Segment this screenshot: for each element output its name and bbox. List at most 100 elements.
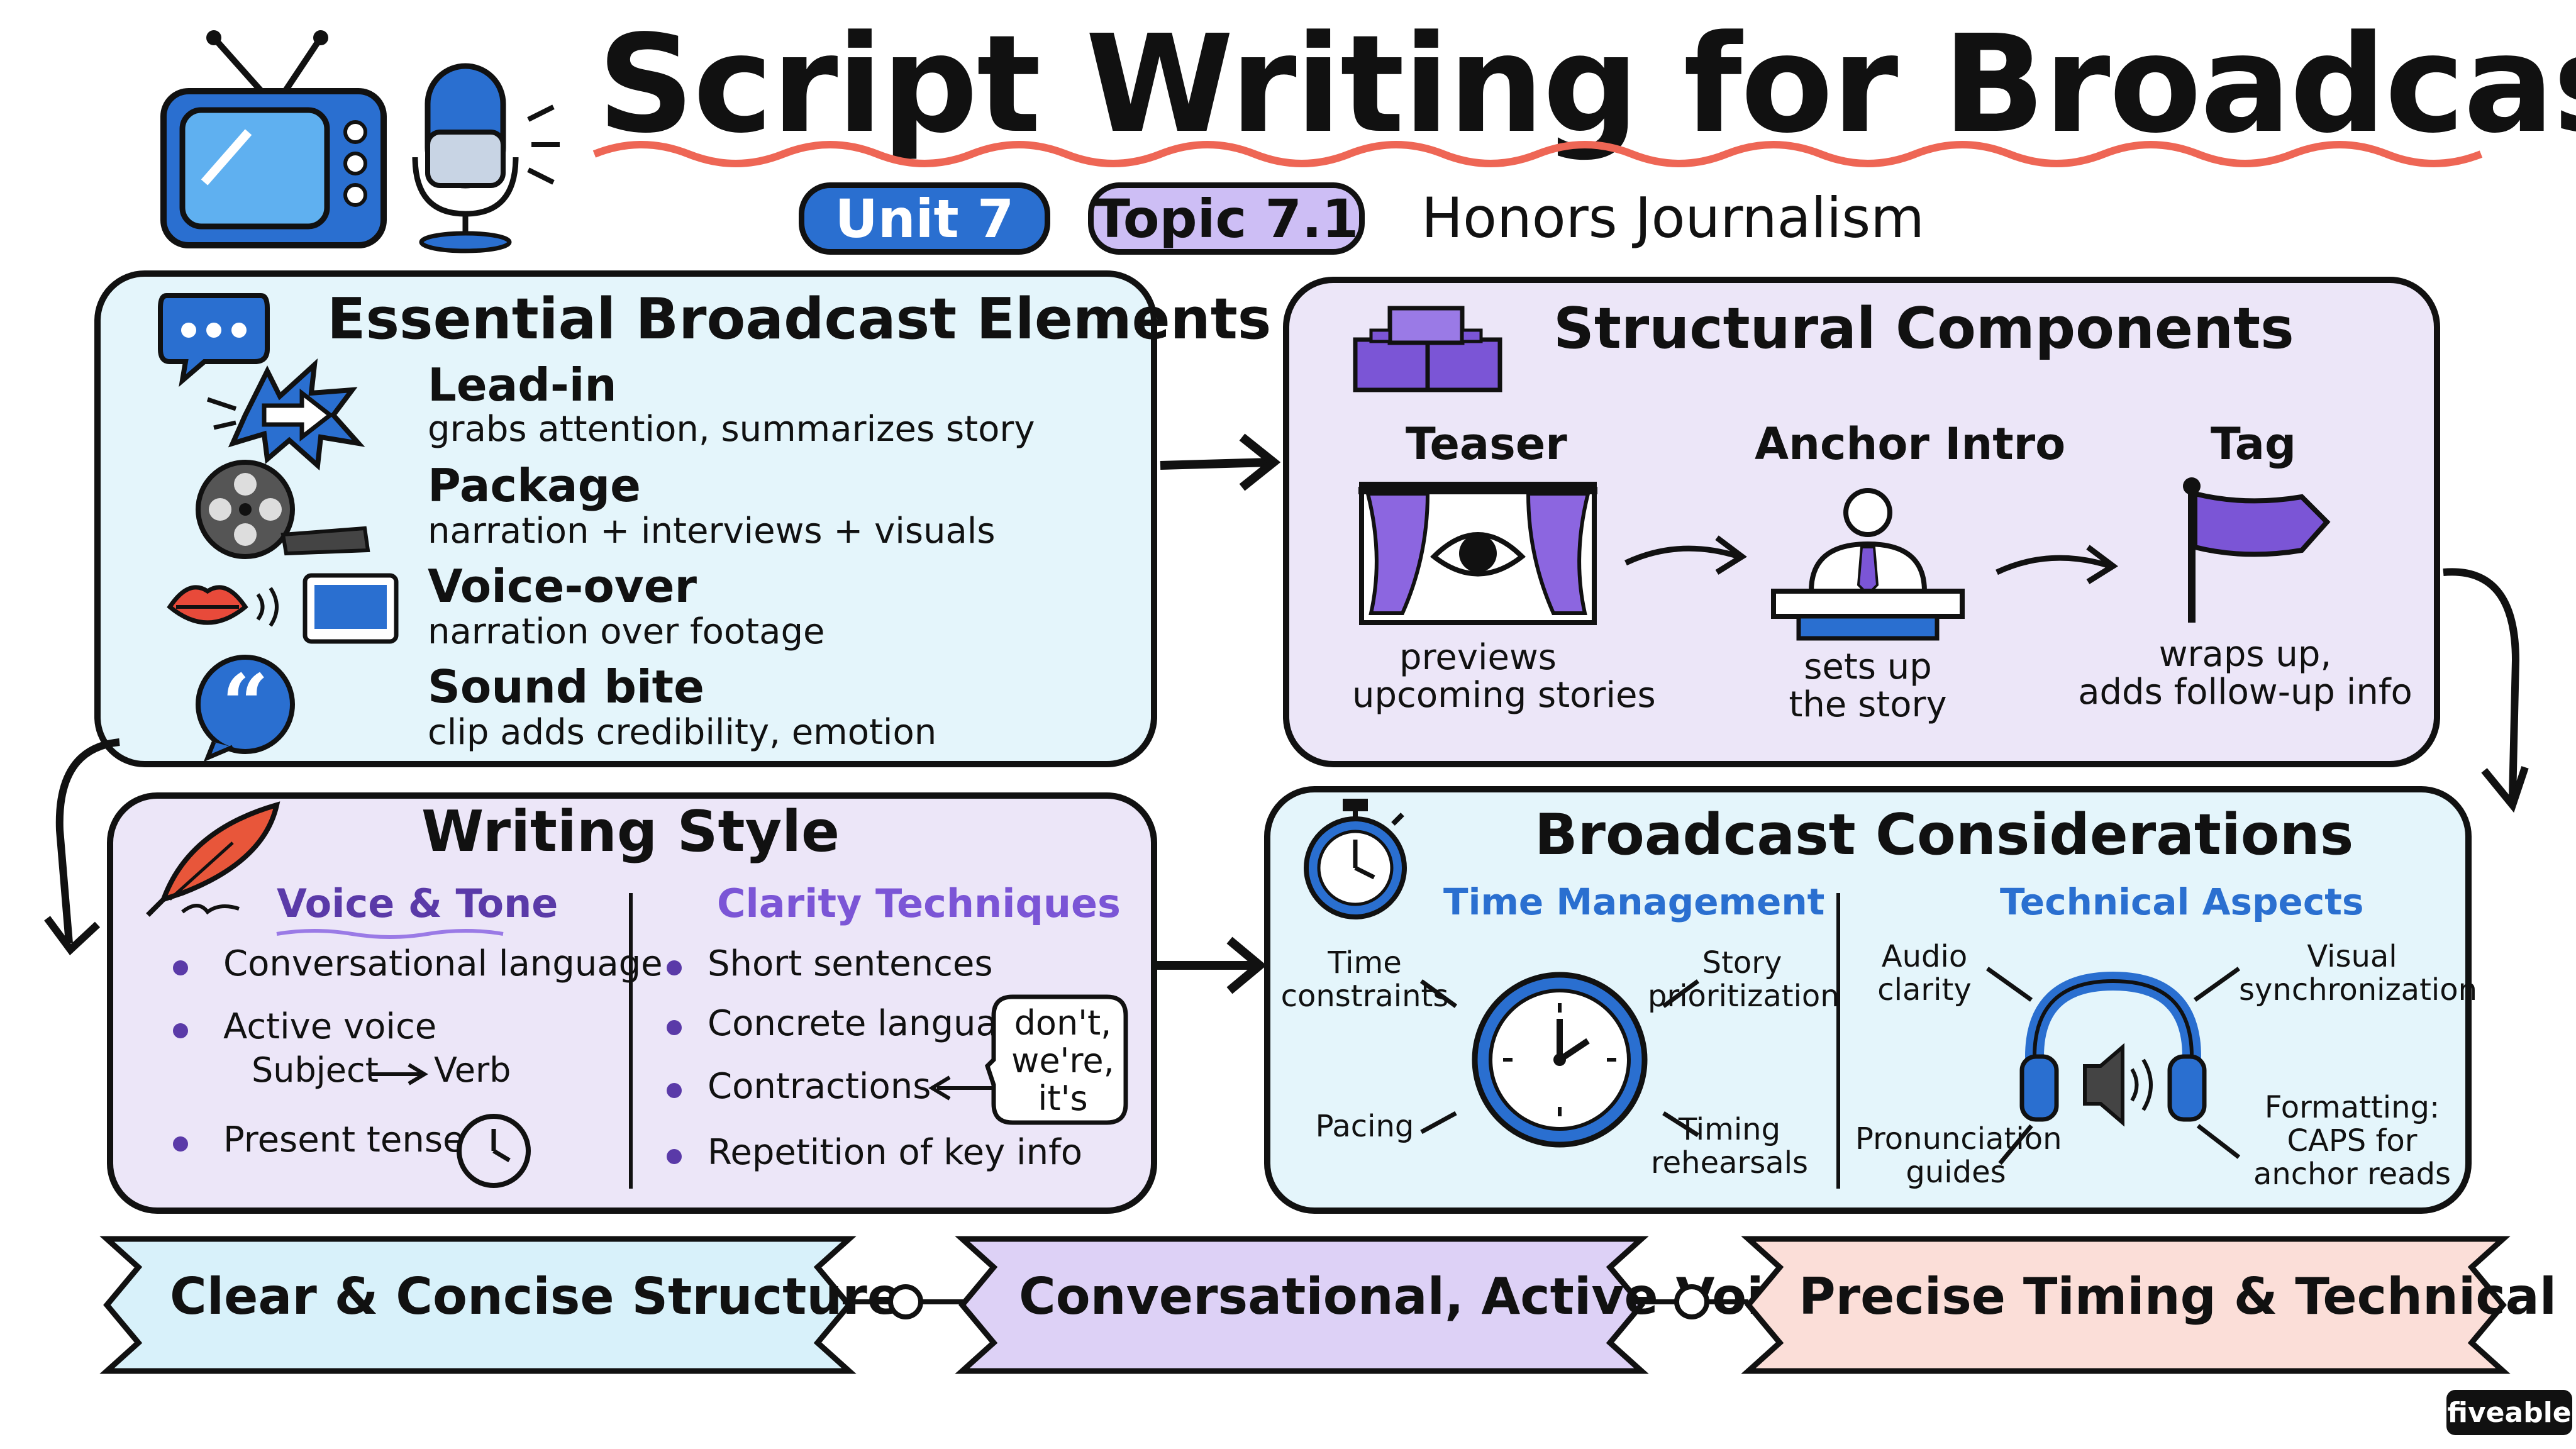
broadcast-considerations-title: Broadcast Considerations	[1535, 802, 2354, 868]
burst-arrow-icon	[206, 358, 365, 471]
page-title: Script Writing for Broadcast News	[597, 6, 2576, 163]
clarity-heading: Clarity Techniques	[717, 880, 1121, 926]
arrow-structural-to-considerations	[2443, 568, 2529, 813]
brand-logo-text: fiveable	[2447, 1396, 2572, 1429]
bullet-dot	[667, 1020, 682, 1035]
stopwatch-icon	[1304, 799, 1407, 919]
arrow-anchor-to-tag	[1996, 545, 2118, 584]
banner-ribbon-2	[955, 1236, 1649, 1374]
bullet-short-sentences: Short sentences	[708, 943, 993, 984]
banner-ribbon-1	[99, 1236, 857, 1374]
contractions-arrow	[928, 1075, 997, 1101]
arrow-writing-to-considerations	[1157, 936, 1267, 994]
flag-icon	[2183, 477, 2331, 623]
quill-icon	[146, 801, 280, 917]
formatting-label-2: CAPS for	[2287, 1123, 2418, 1158]
film-reel-icon	[196, 460, 370, 559]
tag-desc-2: adds follow-up info	[2078, 672, 2412, 713]
brand-badge: fiveable	[2446, 1390, 2572, 1435]
lead-in-title: Lead-in	[428, 358, 617, 411]
contractions-bubble	[984, 994, 1128, 1125]
headphones-speaker-icon	[1985, 967, 2241, 1165]
story-prioritization-label-1: Story	[1702, 945, 1782, 980]
bubble-were: we're,	[1011, 1041, 1114, 1080]
bullet-dot	[667, 1083, 682, 1098]
svg-text:“: “	[222, 656, 269, 752]
subject-verb-arrow	[371, 1063, 428, 1085]
voice-tone-heading: Voice & Tone	[277, 880, 558, 926]
package-title: Package	[428, 459, 641, 512]
lead-in-desc: grabs attention, summarizes story	[428, 409, 1035, 450]
bubble-its: it's	[1038, 1079, 1088, 1118]
visual-sync-label-2: synchronization	[2239, 972, 2478, 1008]
writing-style-title: Writing Style	[421, 799, 840, 865]
banner-connector-1	[843, 1284, 969, 1319]
teaser-label: Teaser	[1406, 418, 1567, 470]
speech-bubble-icon	[158, 293, 270, 387]
voice-over-desc: narration over footage	[428, 611, 825, 652]
topic-badge: Topic 7.1	[1088, 182, 1365, 255]
anchor-intro-desc-2: the story	[1789, 684, 1947, 725]
timing-rehearsals-label-2: rehearsals	[1650, 1145, 1809, 1180]
arrow-teaser-to-anchor	[1624, 535, 1747, 575]
small-clock-icon	[457, 1114, 531, 1188]
pronunciation-label-2: guides	[1906, 1155, 2006, 1190]
bullet-contractions: Contractions	[708, 1066, 931, 1107]
timing-rehearsals-label-1: Timing	[1678, 1112, 1781, 1147]
news-anchor-icon	[1771, 488, 1965, 641]
blocks-icon	[1353, 306, 1502, 392]
banner-clear-concise: Clear & Concise Structure	[170, 1267, 902, 1326]
bullet-repetition: Repetition of key info	[708, 1132, 1083, 1173]
banner-connector-2	[1635, 1284, 1748, 1319]
audio-clarity-label-1: Audio	[1881, 939, 1968, 974]
bullet-conversational: Conversational language	[223, 943, 663, 984]
sound-bite-desc: clip adds credibility, emotion	[428, 712, 937, 753]
bullet-present-tense: Present tense	[223, 1119, 465, 1160]
theater-eye-icon	[1358, 482, 1597, 625]
voice-tone-underline	[276, 929, 504, 939]
lips-monitor-icon	[167, 573, 399, 644]
pacing-label: Pacing	[1315, 1109, 1414, 1144]
formatting-label-1: Formatting:	[2264, 1090, 2440, 1125]
quote-bubble-icon: “	[196, 655, 295, 762]
bullet-dot	[667, 960, 682, 975]
broadcast-considerations-panel	[1264, 786, 2472, 1214]
teaser-desc-1: previews	[1399, 637, 1557, 678]
sound-bite-title: Sound bite	[428, 660, 704, 713]
course-name: Honors Journalism	[1421, 186, 1924, 250]
banner-conversational: Conversational, Active Voice	[1019, 1267, 1828, 1326]
bullet-dot	[173, 1136, 188, 1152]
structural-components-title: Structural Components	[1553, 296, 2294, 362]
teaser-desc-2: upcoming stories	[1352, 675, 1656, 716]
tag-label: Tag	[2211, 418, 2297, 470]
arrow-essential-to-structural	[1160, 433, 1281, 491]
banner-ribbon-3	[1741, 1236, 2511, 1374]
time-management-heading: Time Management	[1443, 880, 1825, 923]
bullet-concrete-language: Concrete language	[708, 1003, 1041, 1044]
essential-elements-title: Essential Broadcast Elements	[327, 286, 1272, 352]
anchor-intro-desc-1: sets up	[1804, 647, 1932, 687]
bubble-dont: don't,	[1014, 1003, 1112, 1043]
verb-label: Verb	[434, 1050, 511, 1090]
audio-clarity-label-2: clarity	[1877, 972, 1972, 1008]
anchor-intro-label: Anchor Intro	[1755, 418, 2066, 470]
technical-aspects-heading: Technical Aspects	[2000, 880, 2364, 923]
writing-divider	[629, 893, 633, 1189]
bullet-dot	[667, 1149, 682, 1164]
considerations-divider	[1836, 893, 1840, 1189]
title-underline	[592, 141, 2483, 167]
time-constraints-label-1: Time	[1328, 945, 1402, 980]
time-constraints-label-2: constraints	[1280, 979, 1449, 1014]
visual-sync-label-1: Visual	[2307, 939, 2397, 974]
clock-icon	[1419, 972, 1700, 1148]
formatting-label-3: anchor reads	[2253, 1157, 2451, 1192]
voice-over-title: Voice-over	[428, 560, 697, 613]
tag-desc-1: wraps up,	[2158, 634, 2332, 675]
arrow-essential-to-writing	[44, 738, 120, 955]
unit-badge: Unit 7	[799, 182, 1050, 255]
bullet-dot	[173, 960, 188, 975]
package-desc: narration + interviews + visuals	[428, 511, 996, 552]
banner-precise-timing: Precise Timing & Technical Sync	[1799, 1267, 2576, 1326]
television-icon	[160, 30, 387, 248]
